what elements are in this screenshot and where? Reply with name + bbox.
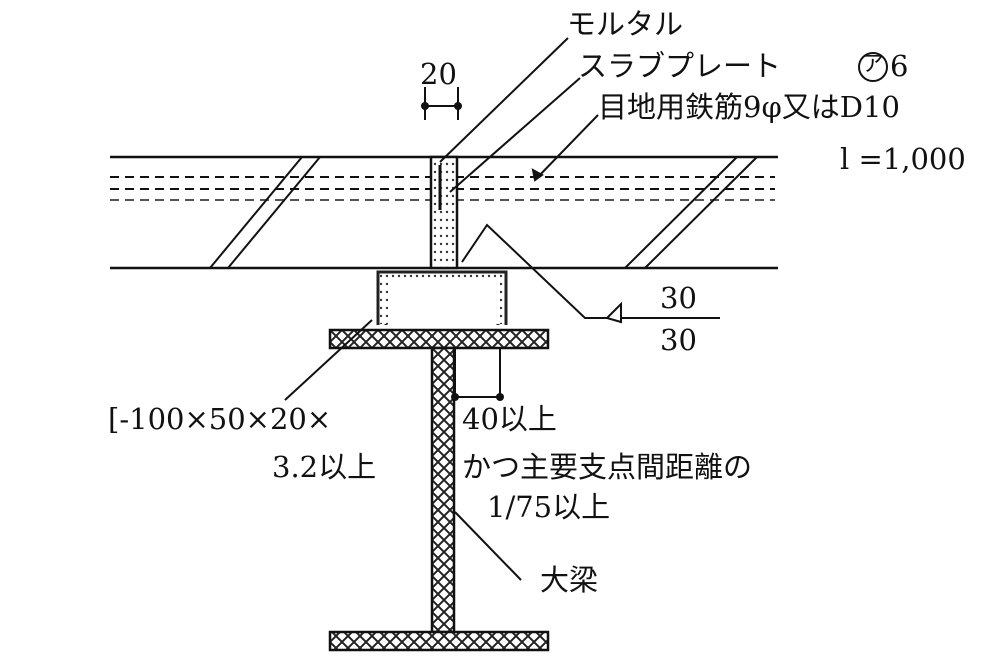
label-slope-bottom: 30 <box>660 323 697 357</box>
label-channel-spec-2: 3.2以上 <box>272 450 377 484</box>
label-mortar: モルタル <box>567 7 684 41</box>
answer-circle <box>858 52 888 82</box>
label-answer-mark: ア <box>862 52 885 77</box>
label-channel-spec-1: [-100×50×20× <box>108 402 332 436</box>
label-answer-value: 6 <box>890 49 909 83</box>
label-bearing-2: かつ主要支点間距離の <box>462 450 753 484</box>
label-slab-plate: スラブプレート <box>578 49 782 83</box>
label-length: l =1,000 <box>840 142 966 176</box>
label-gap-width: 20 <box>420 57 457 91</box>
mortar-joint <box>429 155 459 270</box>
label-bearing-1: 40以上 <box>462 402 557 436</box>
label-joint-rebar: 目地用鉄筋9φ又はD10 <box>598 90 900 124</box>
i-beam-girder <box>328 328 550 652</box>
label-slope-top: 30 <box>660 281 697 315</box>
leaders <box>284 37 720 581</box>
channel-steel <box>376 270 508 325</box>
label-bearing-3: 1/75以上 <box>487 490 611 524</box>
label-girder: 大梁 <box>540 563 599 597</box>
dimension-dots <box>421 102 504 401</box>
